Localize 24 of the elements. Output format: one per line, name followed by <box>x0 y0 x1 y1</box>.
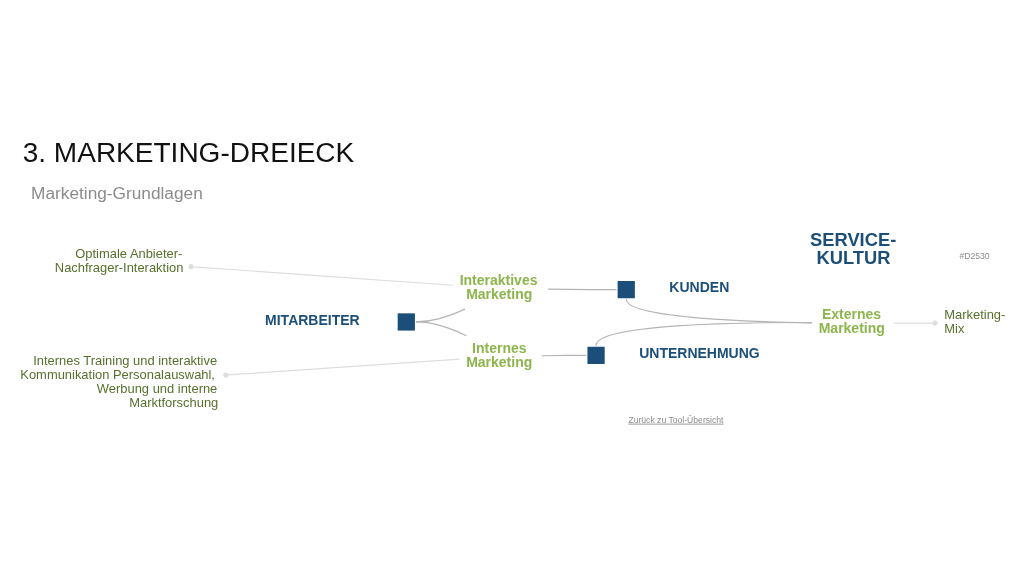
node-text: Internes Marketing <box>465 339 532 370</box>
connector <box>540 354 587 357</box>
node-label: MITARBEITER <box>264 311 360 328</box>
label: Zurück zu Tool-Übersicht <box>627 414 723 425</box>
connector <box>547 288 617 291</box>
label: SERVICE- KULTUR <box>809 229 896 269</box>
node-text: Interaktives Marketing <box>459 271 537 302</box>
connector <box>414 321 467 337</box>
diagram-title: 3. MARKETING-DREIECK <box>22 137 354 169</box>
node-text: Externes Marketing <box>818 306 885 337</box>
node-box <box>617 281 635 299</box>
connector <box>187 264 454 286</box>
connector <box>594 321 813 347</box>
connector <box>222 358 460 378</box>
label: Marketing-Grundlagen <box>30 182 203 203</box>
node-label: KUNDEN <box>668 279 729 296</box>
connector <box>893 320 938 326</box>
node-text: Marketing- Mix <box>943 307 1005 337</box>
node-box <box>397 313 415 331</box>
label: #D2530 <box>958 250 990 261</box>
node-box <box>586 346 605 364</box>
node-text: Internes Training und interaktive Kommunikation Personalauswahl, Werbung und interne Marktforschung <box>19 352 218 410</box>
node-text: Optimale Anbieter- Nachfrager-Interaktion <box>54 245 183 275</box>
node-label: UNTERNEHMUNG <box>638 344 760 361</box>
